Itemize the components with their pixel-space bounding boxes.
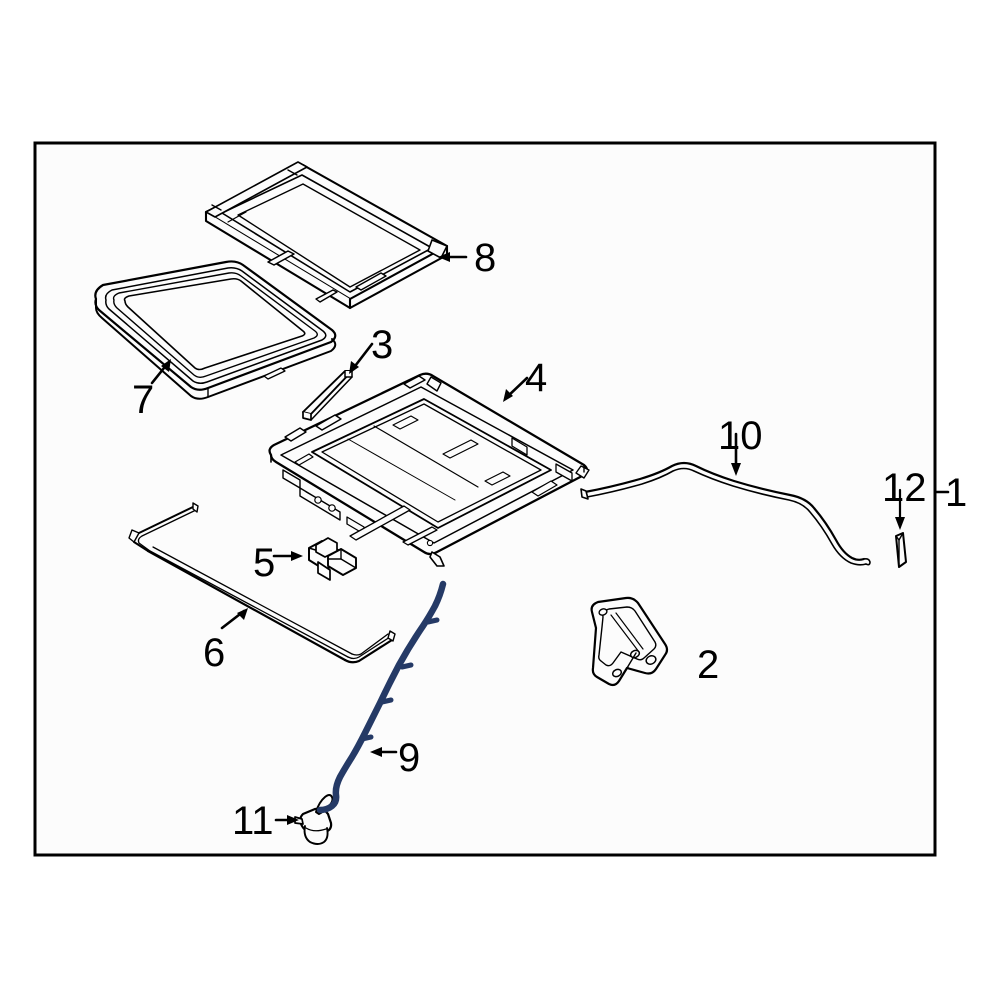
callout-12-clip[interactable]: 12 xyxy=(882,466,927,510)
callout-2-bracket[interactable]: 2 xyxy=(697,643,720,687)
callout-5-motor-connector[interactable]: 5 xyxy=(253,541,276,585)
callout-1-sunroof-assembly[interactable]: 1 xyxy=(945,471,968,515)
callout-3-weatherstrip[interactable]: 3 xyxy=(371,323,394,367)
part-7-glass-panel-seal xyxy=(94,260,337,400)
callout-7-glass-seal[interactable]: 7 xyxy=(132,378,155,422)
part-6-sunshade-rail xyxy=(128,502,396,664)
part-4-sunroof-frame xyxy=(268,372,590,567)
part-2-mounting-bracket xyxy=(590,596,669,687)
callout-10-drain-tube[interactable]: 10 xyxy=(718,414,763,458)
callout-8-sunshade[interactable]: 8 xyxy=(474,236,497,280)
callout-4-frame[interactable]: 4 xyxy=(525,356,548,400)
callout-11-grommet[interactable]: 11 xyxy=(232,799,274,843)
part-8-sunshade-panel xyxy=(204,161,449,310)
part-10-drain-tube xyxy=(580,461,871,566)
callout-9-drain-hose[interactable]: 9 xyxy=(398,736,421,780)
part-12-retainer-clip xyxy=(895,532,907,568)
callout-6-rail[interactable]: 6 xyxy=(203,631,226,675)
callout-leader-lines xyxy=(150,252,950,825)
part-5-motor-connector xyxy=(308,537,357,581)
part-9-drain-hose xyxy=(316,580,447,814)
